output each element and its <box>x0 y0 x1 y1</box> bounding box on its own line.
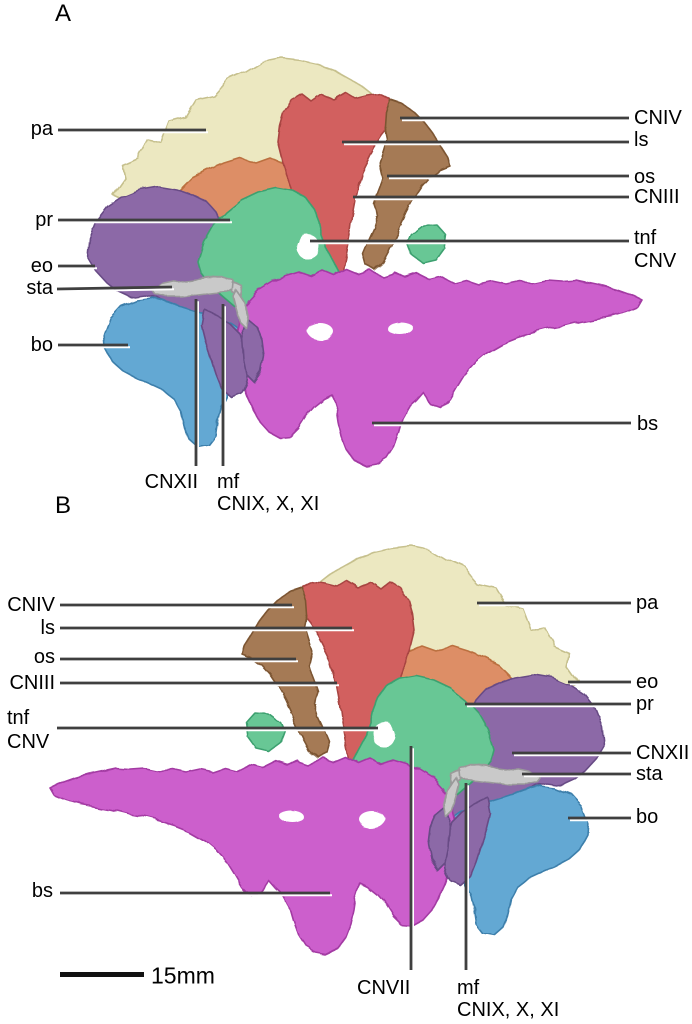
label-cniii-a: CNIII <box>634 186 680 208</box>
label-mf-a: mf <box>217 471 240 493</box>
label-bs-b: bs <box>31 880 53 902</box>
label-sta-b: sta <box>636 763 663 785</box>
label-bo-a: bo <box>30 334 53 356</box>
label-eo-a: eo <box>30 255 53 277</box>
label-mf-nerves-a: CNIX, X, XI <box>217 493 320 515</box>
label-eo-b: eo <box>636 671 659 693</box>
label-pa-a: pa <box>30 118 53 140</box>
label-cniv-a: CNIV <box>634 107 682 129</box>
label-cnvii-b: CNVII <box>357 977 411 999</box>
label-ls-b: ls <box>40 617 55 639</box>
label-bo-b: bo <box>636 806 659 828</box>
label-os-b: os <box>33 646 55 668</box>
label-pa-b: pa <box>636 592 659 614</box>
label-os-a: os <box>634 166 656 188</box>
label-tnf-a: tnf <box>634 227 657 249</box>
scale-bar-label: 15mm <box>151 962 215 989</box>
panel-a-letter: A <box>55 0 72 27</box>
label-mf-nerves-b: CNIX, X, XI <box>457 999 560 1021</box>
label-mf-b: mf <box>457 977 480 999</box>
panel-b-letter: B <box>55 492 72 519</box>
label-cnxii-b: CNXII <box>636 742 690 764</box>
label-tnf-b: tnf <box>7 707 30 729</box>
label-bs-a: bs <box>637 413 659 435</box>
label-cniii-b: CNIII <box>9 672 55 694</box>
scale-bar <box>60 972 144 977</box>
label-cnv-b: CNV <box>7 731 50 753</box>
label-cniv-b: CNIV <box>7 594 55 616</box>
label-ls-a: ls <box>634 129 649 151</box>
label-pr-a: pr <box>35 209 53 231</box>
label-cnxii-a: CNXII <box>144 471 198 493</box>
label-pr-b: pr <box>636 693 654 715</box>
label-cnv-a: CNV <box>634 250 677 272</box>
label-sta-a: sta <box>26 277 53 299</box>
